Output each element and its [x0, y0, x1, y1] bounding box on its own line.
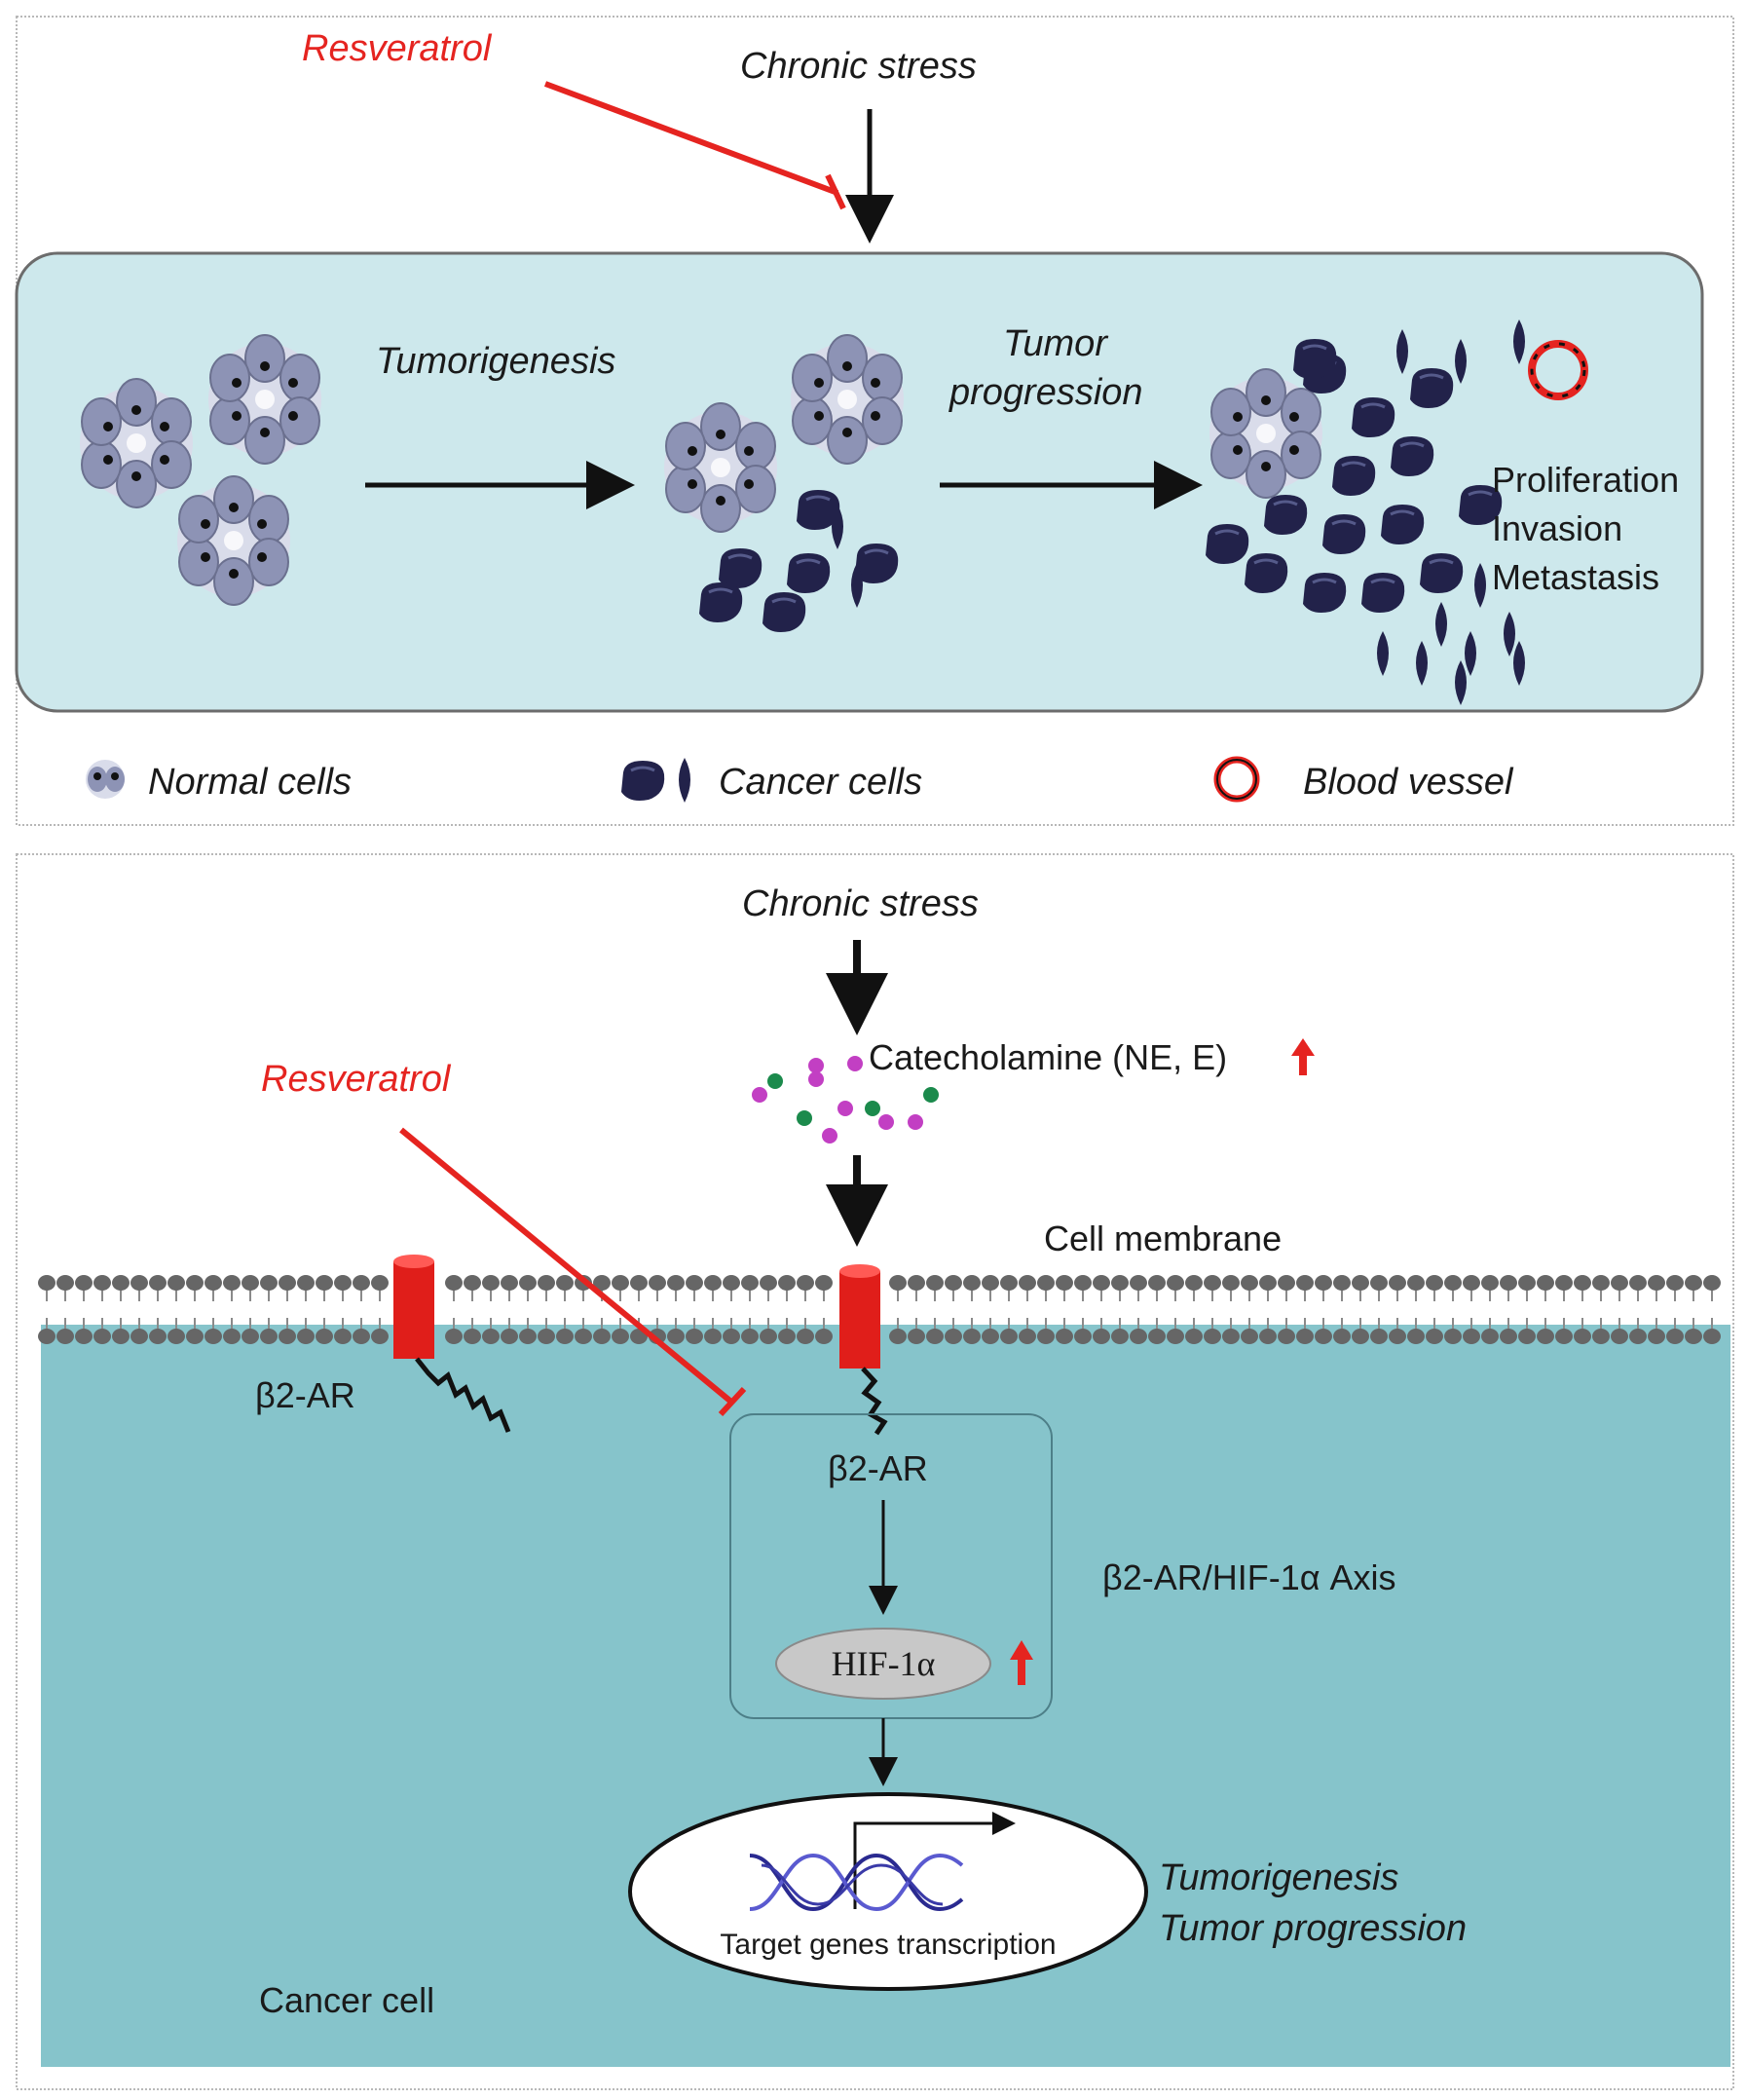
- bottom-chronic-stress-label: Chronic stress: [742, 883, 979, 924]
- legend-cancer-icon: [619, 758, 690, 803]
- top-panel-frame: [16, 16, 1734, 826]
- catecholamine-up-arrow-icon: [1291, 1038, 1315, 1075]
- tumorigenesis-label: Tumorigenesis: [376, 341, 615, 382]
- top-inhibition-bar: [825, 173, 846, 210]
- bottom-outcome-2: Tumor progression: [1159, 1908, 1467, 1949]
- receptor-left-label: β2-AR: [255, 1375, 355, 1415]
- cell-membrane-bilayer: [38, 1275, 1721, 1344]
- dna-helix-icon: [749, 1853, 964, 1912]
- bottom-inhibition-bar: [718, 1386, 747, 1417]
- top-chronic-stress-label: Chronic stress: [740, 46, 977, 87]
- tumor-progression-label-1: Tumor: [1003, 323, 1108, 364]
- cell-membrane-label: Cell membrane: [1044, 1219, 1282, 1258]
- receptor-left: [393, 1255, 511, 1433]
- bottom-resveratrol-label: Resveratrol: [261, 1059, 452, 1100]
- legend-normal-label: Normal cells: [148, 762, 352, 803]
- hif-up-arrow-icon: [1010, 1640, 1033, 1685]
- legend-cancer-label: Cancer cells: [719, 762, 922, 803]
- axis-label: β2-AR/HIF-1α Axis: [1102, 1557, 1396, 1597]
- blood-vessel-ring: [1528, 340, 1588, 400]
- outcome-proliferation: Proliferation: [1492, 460, 1679, 500]
- top-resveratrol-label: Resveratrol: [302, 28, 493, 69]
- transcription-start-arrow: [853, 1812, 1016, 1909]
- cancer-cell-label: Cancer cell: [259, 1980, 434, 2020]
- receptor-center-label: β2-AR: [828, 1448, 928, 1488]
- nucleus-label: Target genes transcription: [720, 1929, 1056, 1961]
- catecholamine-molecules: [752, 1056, 939, 1144]
- outcome-metastasis: Metastasis: [1492, 557, 1659, 597]
- legend-vessel-icon: [1213, 756, 1260, 803]
- axis-box: [729, 1413, 1053, 1719]
- tumor-environment-box: [15, 251, 1704, 713]
- hif-oval: [775, 1628, 991, 1700]
- bottom-inhibition-line: [399, 1127, 734, 1406]
- bottom-outcome-1: Tumorigenesis: [1159, 1857, 1398, 1898]
- outcome-invasion: Invasion: [1492, 508, 1622, 548]
- bottom-panel-frame: [16, 853, 1734, 2090]
- receptor-center: [839, 1264, 888, 1436]
- tumor-progression-label-2: progression: [948, 372, 1143, 413]
- catecholamine-label: Catecholamine (NE, E): [869, 1037, 1227, 1077]
- top-inhibition-line: [543, 81, 839, 196]
- nucleus: [628, 1792, 1148, 1991]
- legend-vessel-label: Blood vessel: [1303, 762, 1514, 803]
- legend-normal-icon: [86, 760, 125, 799]
- hif-label: HIF-1α: [832, 1644, 936, 1683]
